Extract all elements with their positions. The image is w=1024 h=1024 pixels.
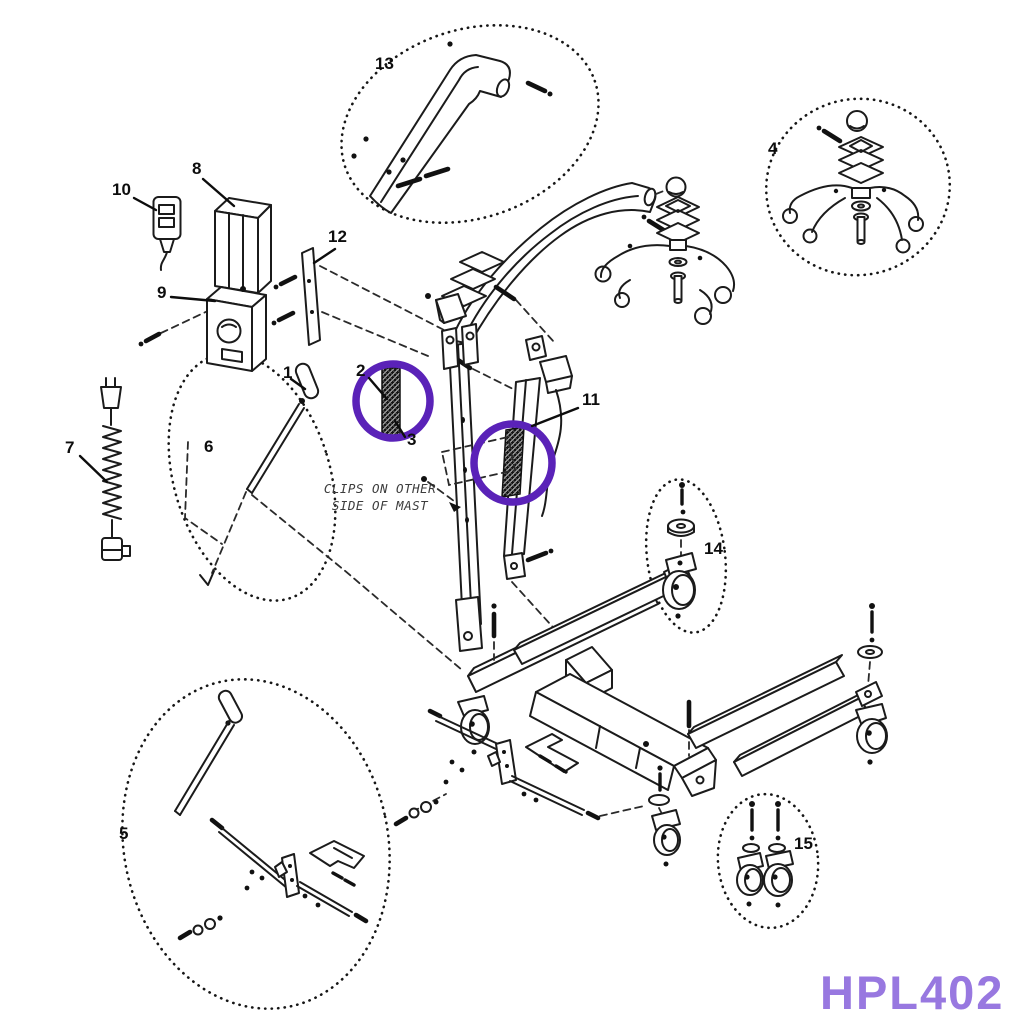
hand-control-10 xyxy=(152,196,182,271)
part-label-4: 4 xyxy=(768,139,778,158)
part-label-5: 5 xyxy=(119,824,128,843)
velcro-strip-3 xyxy=(381,367,401,439)
group-ellipse-4 xyxy=(764,97,952,277)
group-ellipse-5 xyxy=(121,678,391,1010)
part-label-10: 10 xyxy=(112,180,131,199)
part-label-3: 3 xyxy=(407,430,416,449)
svg-text:SIDE OF MAST: SIDE OF MAST xyxy=(332,498,429,513)
mounting-plate-12 xyxy=(138,247,321,347)
product-code-text: HPL402 xyxy=(820,966,1004,1019)
part-label-15: 15 xyxy=(794,834,813,853)
group-ellipse-6 xyxy=(167,352,337,602)
part-label-14: 14 xyxy=(704,539,723,558)
part-label-13: 13 xyxy=(375,54,394,73)
part-label-11: 11 xyxy=(582,390,600,409)
caster-middle xyxy=(648,765,681,867)
shifter-grip-1 xyxy=(294,362,320,400)
part-label-2: 2 xyxy=(356,361,365,380)
highlight-circle-11 xyxy=(470,420,556,506)
group-ellipse-13 xyxy=(340,23,600,225)
mast-clevis xyxy=(441,323,479,370)
caster-group-15 xyxy=(736,801,794,908)
svg-text:CLIPS ON OTHER: CLIPS ON OTHER xyxy=(324,481,436,496)
part-label-7: 7 xyxy=(65,438,74,457)
boom-bumpers xyxy=(425,251,517,371)
actuator-11 xyxy=(440,335,573,580)
note-line-1: CLIPS ON OTHER xyxy=(324,481,436,496)
note-line-2: SIDE OF MAST xyxy=(332,498,429,513)
swivel-bar-kit-4 xyxy=(782,110,924,254)
label-leader-lines xyxy=(78,177,580,484)
group-ellipse-15 xyxy=(716,792,820,930)
assembly-dashed-lines xyxy=(160,265,645,817)
part-label-9: 9 xyxy=(157,283,166,302)
shifter-rod-6 xyxy=(246,362,320,494)
part-label-6: 6 xyxy=(204,437,213,456)
boom-end-hardware xyxy=(641,176,687,234)
part-label-8: 8 xyxy=(192,159,201,178)
mast-clip-note: CLIPS ON OTHER SIDE OF MAST xyxy=(324,476,461,513)
base-carriage xyxy=(529,646,717,797)
base-linkage xyxy=(393,708,601,827)
part-label-12: 12 xyxy=(328,227,347,246)
swivel-bar-assembly xyxy=(594,196,736,325)
battery-8 xyxy=(214,197,272,294)
caster-group-14 xyxy=(662,482,697,619)
control-box-9 xyxy=(206,286,267,372)
part-number-labels: 1 2 3 4 5 6 7 8 9 10 11 12 13 14 15 xyxy=(65,54,813,853)
mast xyxy=(448,342,483,652)
adjuster-kit-5 xyxy=(174,689,369,941)
highlight-circle-3 xyxy=(352,360,434,442)
caster-left xyxy=(457,695,490,755)
part-label-1: 1 xyxy=(283,363,292,382)
group-ellipse-14 xyxy=(644,478,728,634)
leg-lower-right xyxy=(687,603,888,777)
group-boundaries xyxy=(121,23,952,1010)
power-cord-7 xyxy=(100,377,131,561)
mast-tube-13 xyxy=(351,41,553,214)
